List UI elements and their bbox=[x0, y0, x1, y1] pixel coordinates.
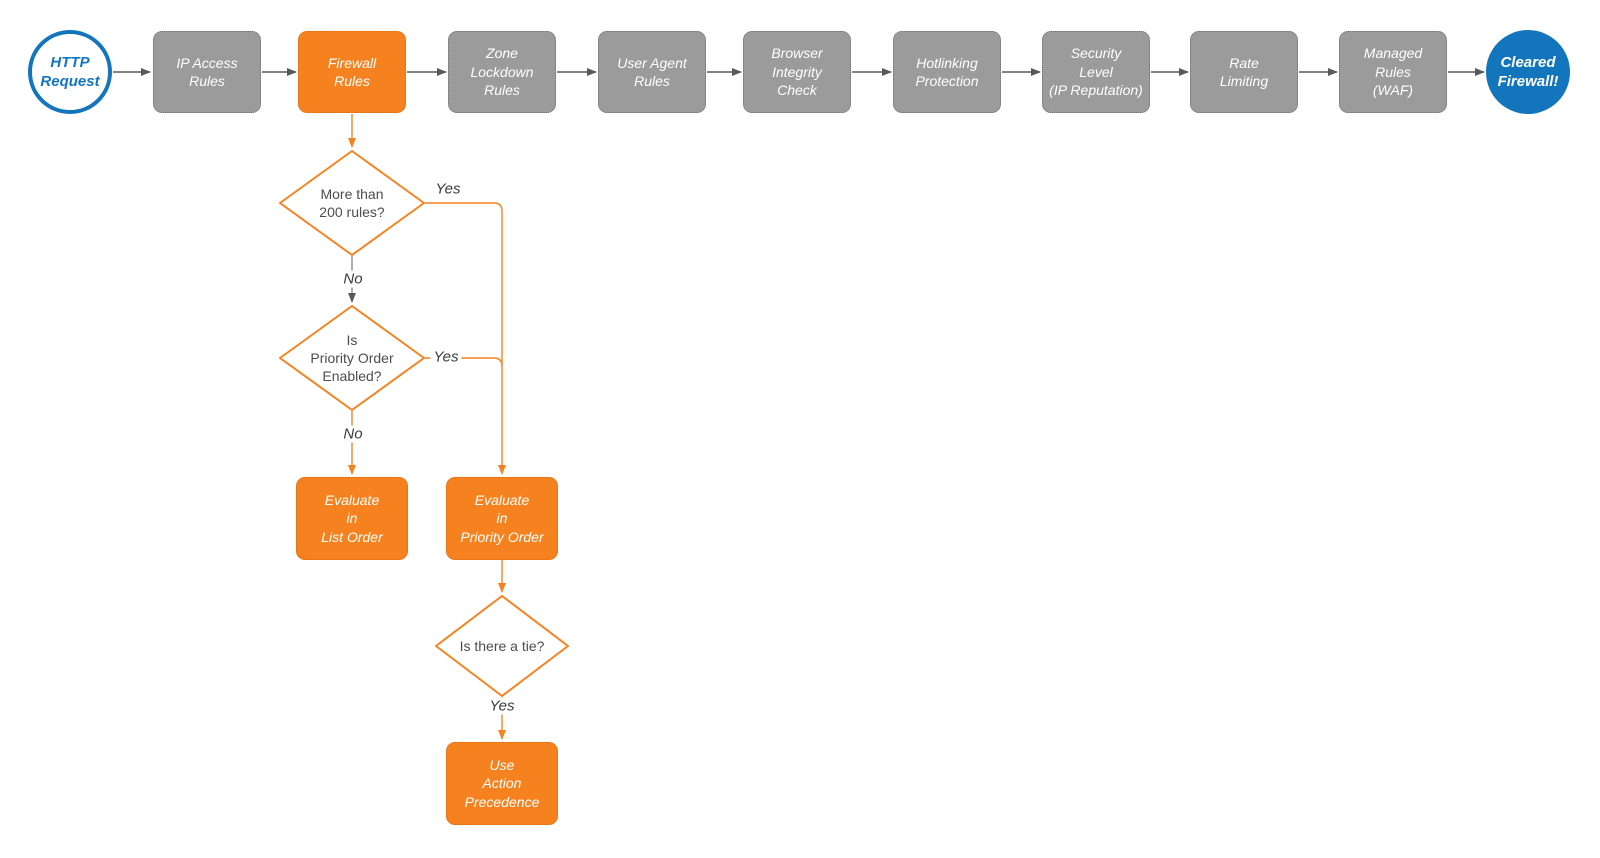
decision-priority-order-enabled: Is Priority Order Enabled? bbox=[279, 305, 425, 411]
step-rate-limiting: Rate Limiting bbox=[1190, 31, 1298, 113]
decision-more-than-200-rules: More than 200 rules? bbox=[279, 150, 425, 256]
start-node-http-request: HTTP Request bbox=[28, 30, 112, 114]
diamond-shape bbox=[279, 150, 425, 256]
action-use-action-precedence: Use Action Precedence bbox=[446, 742, 558, 825]
diamond-shape bbox=[435, 595, 569, 697]
diamond-shape bbox=[279, 305, 425, 411]
step-hotlinking-protection: Hotlinking Protection bbox=[893, 31, 1001, 113]
step-browser-integrity-check: Browser Integrity Check bbox=[743, 31, 851, 113]
edge-label-yes-200-rules: Yes bbox=[435, 180, 461, 198]
edge-label-no-200-rules: No bbox=[340, 270, 366, 288]
decision-is-there-a-tie: Is there a tie? bbox=[435, 595, 569, 697]
step-zone-lockdown-rules: Zone Lockdown Rules bbox=[448, 31, 556, 113]
step-user-agent-rules: User Agent Rules bbox=[598, 31, 706, 113]
step-firewall-rules: Firewall Rules bbox=[298, 31, 406, 113]
decision-label: Is Priority Order Enabled? bbox=[310, 331, 394, 385]
edge-yes-200-rules-to-priority-order bbox=[425, 202, 506, 475]
action-evaluate-in-list-order: Evaluate in List Order bbox=[296, 477, 408, 560]
decision-label: More than 200 rules? bbox=[319, 185, 385, 220]
step-ip-access-rules: IP Access Rules bbox=[153, 31, 261, 113]
edge-label-yes-priority-enabled: Yes bbox=[430, 348, 462, 366]
end-node-cleared-firewall: Cleared Firewall! bbox=[1486, 30, 1570, 114]
step-managed-rules-waf: Managed Rules (WAF) bbox=[1339, 31, 1447, 113]
edge-label-no-priority-enabled: No bbox=[340, 425, 366, 443]
edge-yes-priority-enabled-join bbox=[425, 357, 503, 367]
action-evaluate-in-priority-order: Evaluate in Priority Order bbox=[446, 477, 558, 560]
step-security-level-ip-reputation: Security Level (IP Reputation) bbox=[1042, 31, 1150, 113]
edge-label-yes-tie: Yes bbox=[486, 697, 518, 715]
decision-label: Is there a tie? bbox=[459, 637, 545, 654]
